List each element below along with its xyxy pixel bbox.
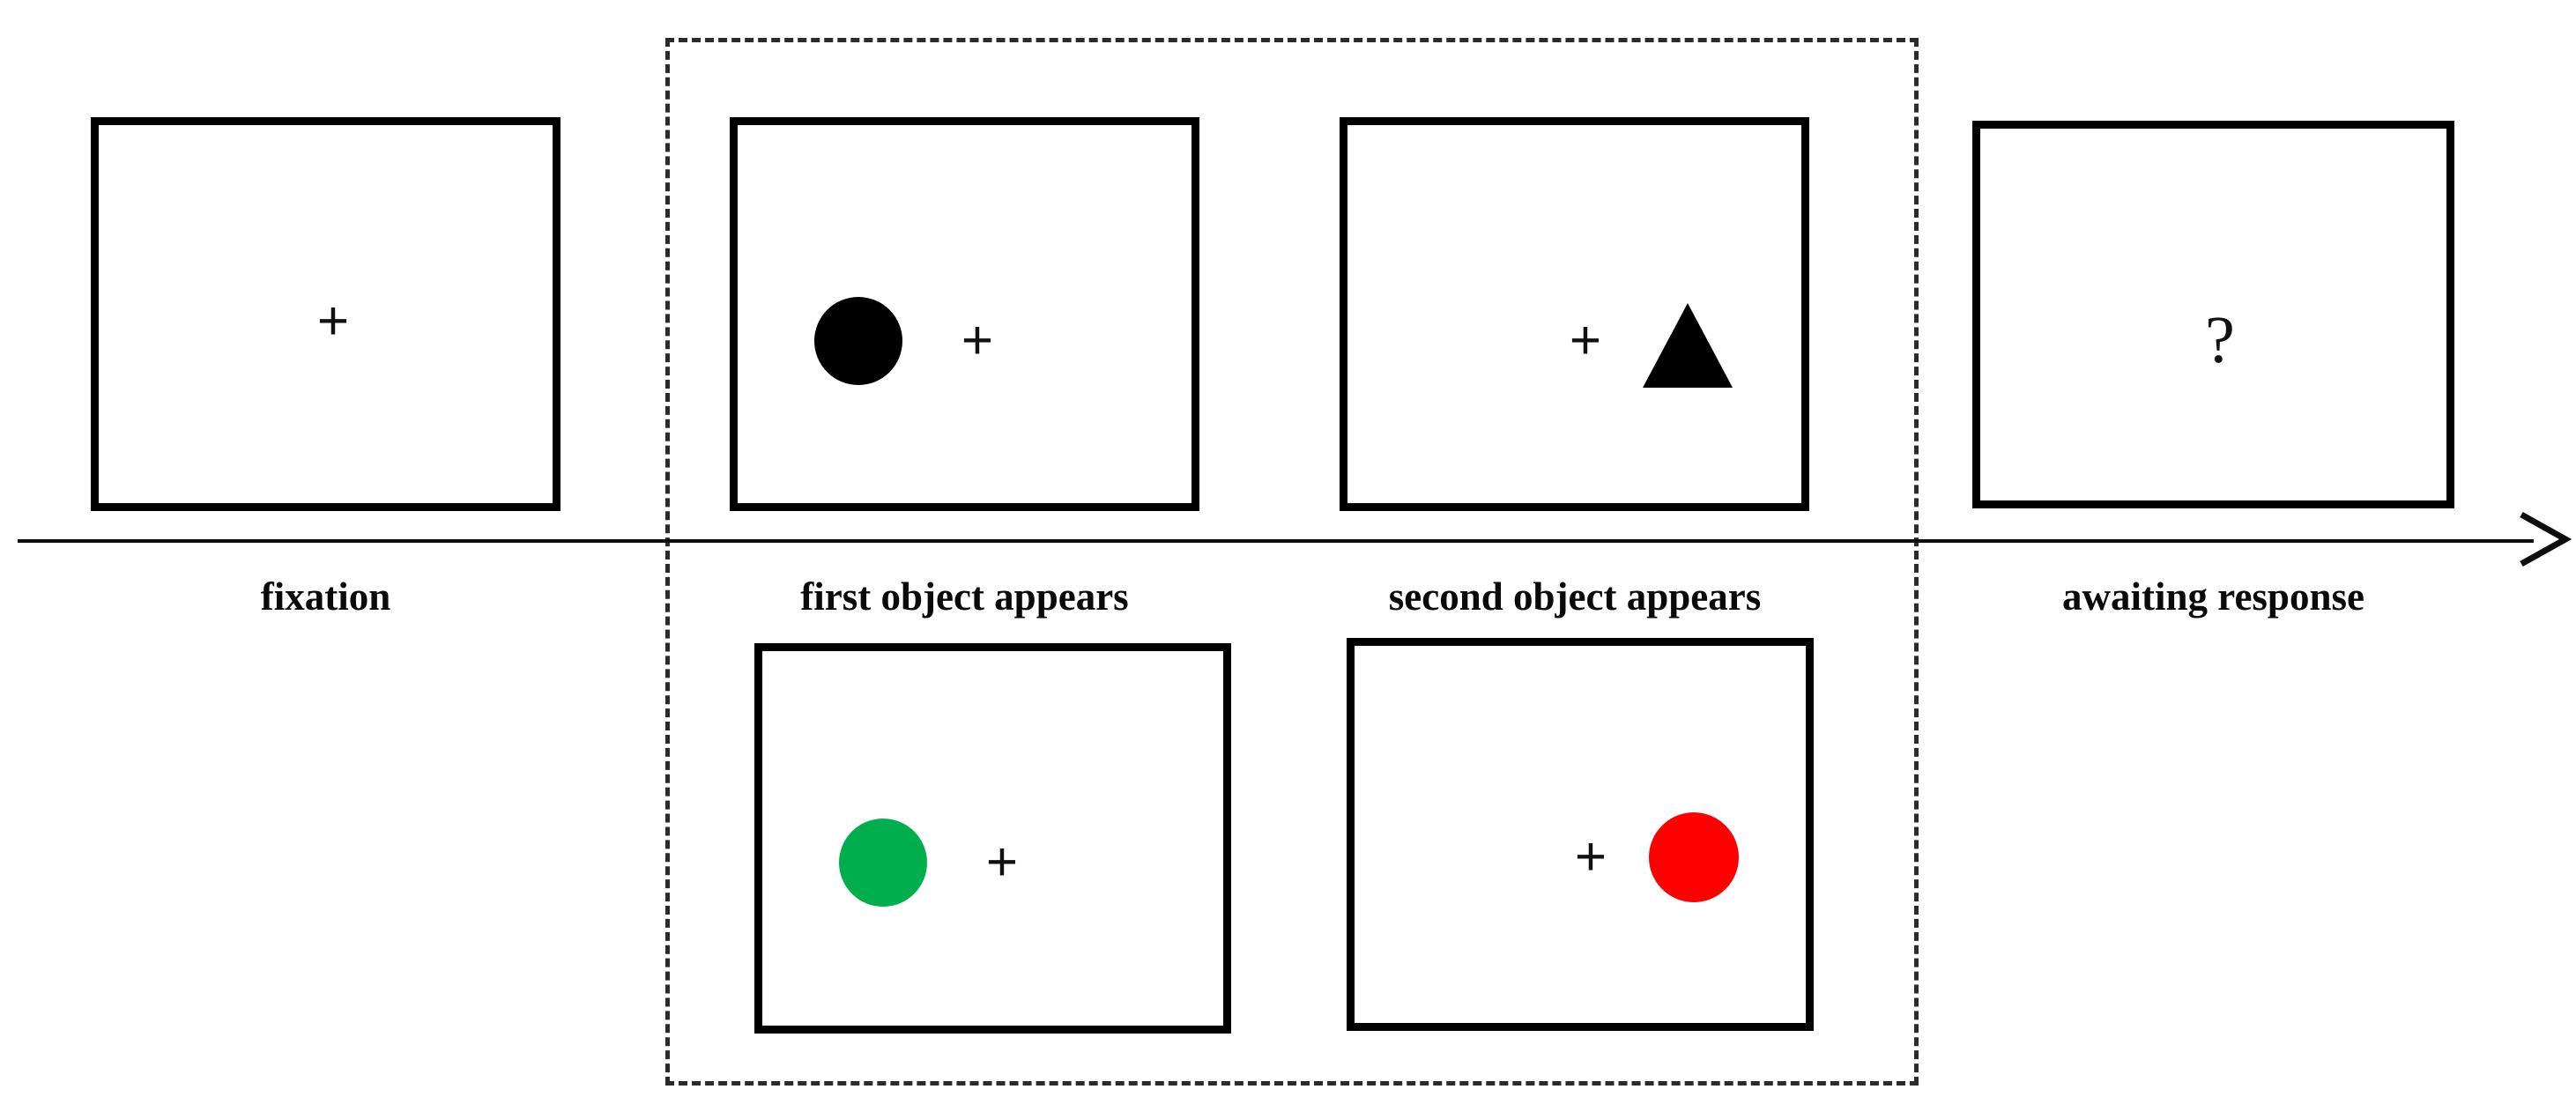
time-axis-line [18, 539, 2534, 543]
caption-fixation: fixation [260, 574, 391, 619]
stimulus-frame-second-object-black-triangle: + [1340, 117, 1809, 511]
stimulus-frame-second-object-red-circle: + [1347, 638, 1814, 1031]
frame-contents: + [1355, 646, 1806, 1023]
fixation-cross-icon: + [1574, 826, 1607, 887]
stimulus-frame-awaiting-response: ? [1972, 121, 2454, 508]
time-axis-arrowhead-icon [2516, 509, 2572, 569]
frame-contents: + [99, 125, 553, 503]
caption-second-object: second object appears [1388, 574, 1762, 619]
fixation-cross-icon: + [316, 291, 350, 352]
black-circle-stimulus-icon [814, 297, 902, 385]
stimulus-frame-first-object-black-circle: + [730, 117, 1199, 511]
triangle-up-icon [1643, 303, 1733, 388]
caption-awaiting-response: awaiting response [2062, 574, 2364, 619]
black-triangle-stimulus-icon [1641, 301, 1734, 389]
frame-contents: ? [1980, 129, 2446, 500]
green-circle-stimulus-icon [839, 819, 927, 907]
stimulus-frame-fixation: + [91, 117, 560, 511]
question-mark-prompt: ? [2205, 303, 2235, 377]
fixation-cross-icon: + [1569, 310, 1602, 371]
red-circle-stimulus-icon [1649, 812, 1739, 902]
fixation-cross-icon: + [961, 310, 994, 371]
frame-contents: + [738, 125, 1191, 503]
caption-first-object: first object appears [800, 574, 1129, 619]
frame-contents: + [762, 651, 1223, 1026]
frame-contents: + [1347, 125, 1801, 503]
fixation-cross-icon: + [985, 832, 1019, 893]
stimulus-frame-first-object-green-circle: + [754, 643, 1231, 1034]
